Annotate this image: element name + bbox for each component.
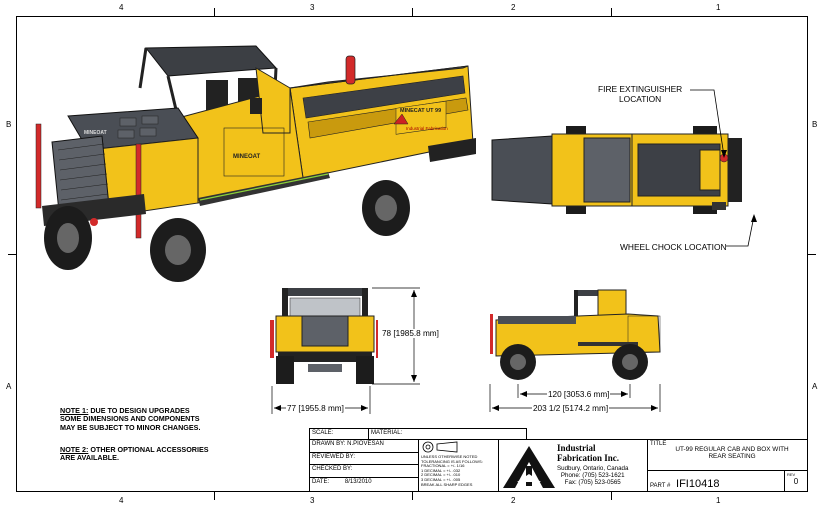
wheelbase-dimension: 120 [3053.6 mm] [547,390,611,399]
revision-value: 0 [793,477,799,486]
frame-tick [412,492,413,500]
frame-tick [8,254,16,255]
revision-cell: REV 0 [784,470,808,492]
zone-left-b: B [6,120,12,129]
zone-bottom-2: 2 [511,496,516,505]
note-2: NOTE 2: OTHER OPTIONAL ACCESSORIES ARE A… [60,445,209,463]
frame-tick [214,8,215,16]
frame-tick [412,8,413,16]
zone-top-1: 1 [716,3,721,12]
part-number-value: IFI10418 [676,478,720,490]
date-cell: DATE: 8/13/2010 [309,477,419,492]
company-cell: Industrial Fabrication Inc. Sudbury, Ont… [498,439,648,492]
zone-left-a: A [6,382,12,391]
tolerance-notes: UNLESS OTHERWISE NOTED TOLERANCING IS AS… [421,454,483,487]
company-logo-icon [503,446,555,488]
tolerance-cell: UNLESS OTHERWISE NOTED TOLERANCING IS AS… [418,439,499,492]
drawn-by-cell: DRAWN BY: N.PIOVESAN [309,439,419,453]
frame-tick [611,492,612,500]
drawing-title: UT-99 REGULAR CAB AND BOX WITH REAR SEAT… [675,446,789,461]
overall-length-dimension: 203 1/2 [5174.2 mm] [532,404,610,413]
projection-symbol-icon [422,441,458,453]
isometric-vehicle-view: MINECAT UT 99 Industrial Fabrication MIN… [35,45,476,282]
title-cell: TITLE UT-99 REGULAR CAB AND BOX WITH REA… [647,439,808,471]
zone-bottom-3: 3 [310,496,315,505]
company-name: Industrial Fabrication Inc. [557,443,619,463]
front-height-dimension: 78 [1985.8 mm] [381,329,440,338]
zone-top-2: 2 [511,3,516,12]
side-brand-decal: MINEOAT [233,154,261,160]
zone-top-3: 3 [310,3,315,12]
box-logo-decal: Industrial Fabrication [406,126,448,131]
hood-brand-decal: MINEOAT [84,130,107,136]
top-view-vehicle [491,126,742,214]
title-block: SCALE: MATERIAL: DRAWN BY: N.PIOVESAN RE… [309,428,808,492]
fire-extinguisher-icon [345,55,356,85]
frame-tick [808,254,816,255]
wheel-chock-callout: WHEEL CHOCK LOCATION [620,242,727,252]
front-view-vehicle [270,288,378,384]
zone-right-a: A [812,382,818,391]
zone-bottom-4: 4 [119,496,124,505]
part-number-cell: PART # IFI10418 [647,470,785,492]
wheel-chock-leader [726,214,757,247]
front-width-dimension: 77 [1955.8 mm] [286,404,345,413]
zone-bottom-1: 1 [716,496,721,505]
box-model-decal: MINECAT UT 99 [400,108,441,114]
company-contact: Sudbury, Ontario, Canada Phone: (705) 52… [557,465,629,486]
side-view-vehicle [490,289,661,380]
checked-by-cell: CHECKED BY: [309,464,419,478]
zone-top-4: 4 [119,3,124,12]
frame-tick [214,492,215,500]
zone-right-b: B [812,120,818,129]
date-value: 8/13/2010 [344,479,372,485]
fire-extinguisher-leader [690,89,727,158]
frame-tick [611,8,612,16]
drawn-by-value: N.PIOVESAN [347,441,384,447]
note-1: NOTE 1: DUE TO DESIGN UPGRADES SOME DIME… [60,406,201,432]
